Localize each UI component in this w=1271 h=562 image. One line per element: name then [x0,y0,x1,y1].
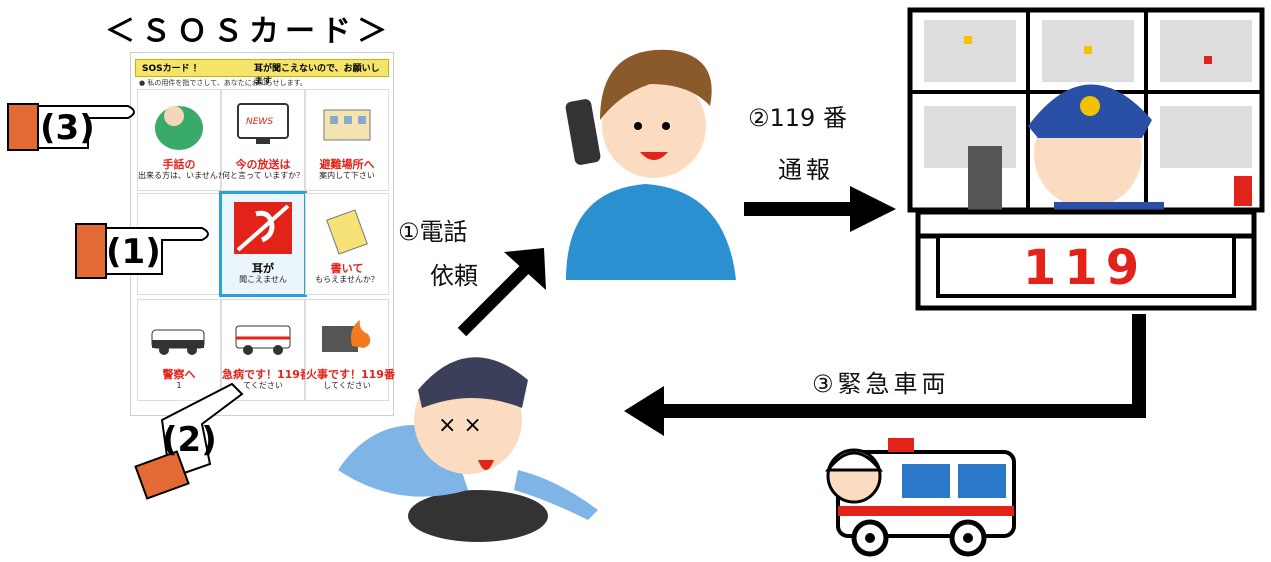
hand-number: (1) [106,232,161,272]
card-cell-text: 聞こえません [239,275,287,284]
pointing-hand-icon [7,103,135,151]
card-cell-title: 今の放送は [235,158,291,171]
man-on-phone-icon [565,49,736,280]
caller-man [556,30,746,280]
arrow-step1-icon [457,248,546,337]
sos-card-header: SOSカード ！ 耳が聞こえないので、お願いします [135,59,389,87]
pointing-hand-icon [75,223,209,279]
sos-card-header-left: SOSカード ！ [142,64,202,74]
card-cell-police: 警察へ 1 [137,299,221,401]
dispatch-center-icon [907,7,1265,311]
card-cell-title: 警察へ [162,368,196,381]
step2-line2: 通報 [778,156,834,184]
ambulance [818,430,1018,558]
ambulance-icon [235,325,291,355]
pointing-hand-1: (1) [74,212,224,286]
pointing-hand-2: (2) [132,380,262,500]
card-cell-title: 避難場所へ [319,158,375,171]
card-cell-title: 火事です！119番 [306,368,395,381]
fire-icon [322,320,371,352]
step2-line1: ②119 番 [748,104,847,132]
sos-card: SOSカード ！ 耳が聞こえないので、お願いします ● 私の用件を指でさして、あ… [130,52,395,416]
sign-language-icon [155,106,203,150]
card-cell-text: 1 [176,381,182,390]
notepad-icon [326,209,368,255]
card-cell-fire: 火事です！119番 してください [305,299,395,401]
card-cell-evacuation: 避難場所へ 案内して下さい [305,89,389,191]
tv-icon: NEWS [237,103,289,144]
card-cell-title: 急病です！119番 [222,368,311,381]
ambulance-icon [824,438,1016,557]
card-cell-text: もらえませんか？ [315,275,379,284]
card-cell-title: 耳が [252,262,274,275]
card-cell-deaf: 耳が 聞こえません [219,191,307,297]
police-car-icon [151,329,205,355]
card-cell-emergency: 急病です！119番 てください [221,299,311,401]
hand-number: (2) [162,420,217,460]
step3-label: ③緊急車両 [812,370,950,398]
card-cell-text: 何と言って いますか？ [222,171,305,180]
tv-label: NEWS [246,117,273,127]
card-cell-text: してください [323,381,371,390]
dispatch-center: 119 [904,6,1266,314]
pointing-hand-icon [134,382,244,500]
card-cell-title: 書いて [330,262,364,275]
card-cell-write: 書いて もらえませんか？ [305,193,389,295]
sos-card-title: ＜ＳＯＳカード＞ [105,14,393,49]
arrow-step3-icon [624,314,1146,436]
building-icon [323,109,371,141]
sos-card-header-right: 耳が聞こえないので、お願いします [254,64,380,87]
sos-card-subheader: ● 私の用件を指でさして、あなたにお知らせします。 [139,79,307,87]
card-cell-text: てください [243,381,283,390]
hand-number: (3) [40,108,95,148]
card-cell-broadcast: NEWS 今の放送は 何と言って いますか？ [221,89,305,191]
arrow-step2-icon [744,186,896,232]
step1-line2: 依頼 [430,262,478,290]
card-cell-title: 手話の [162,158,196,171]
pointing-hand-3: (3) [6,92,166,162]
card-cell-text: 案内して下さい [319,171,375,180]
svg-text:× ×: × × [438,413,482,438]
ear-icon [234,202,292,254]
dispatch-number: 119 [1022,240,1148,296]
step1-line1: ①電話 [398,218,468,246]
card-cell-sign-language: 手話の 出来る方は、いませんか？ [137,89,234,191]
collapsed-person: × × [318,320,608,550]
card-cell-text: 出来る方は、いませんか？ [138,171,234,180]
collapsed-person-icon: × × [338,357,598,542]
